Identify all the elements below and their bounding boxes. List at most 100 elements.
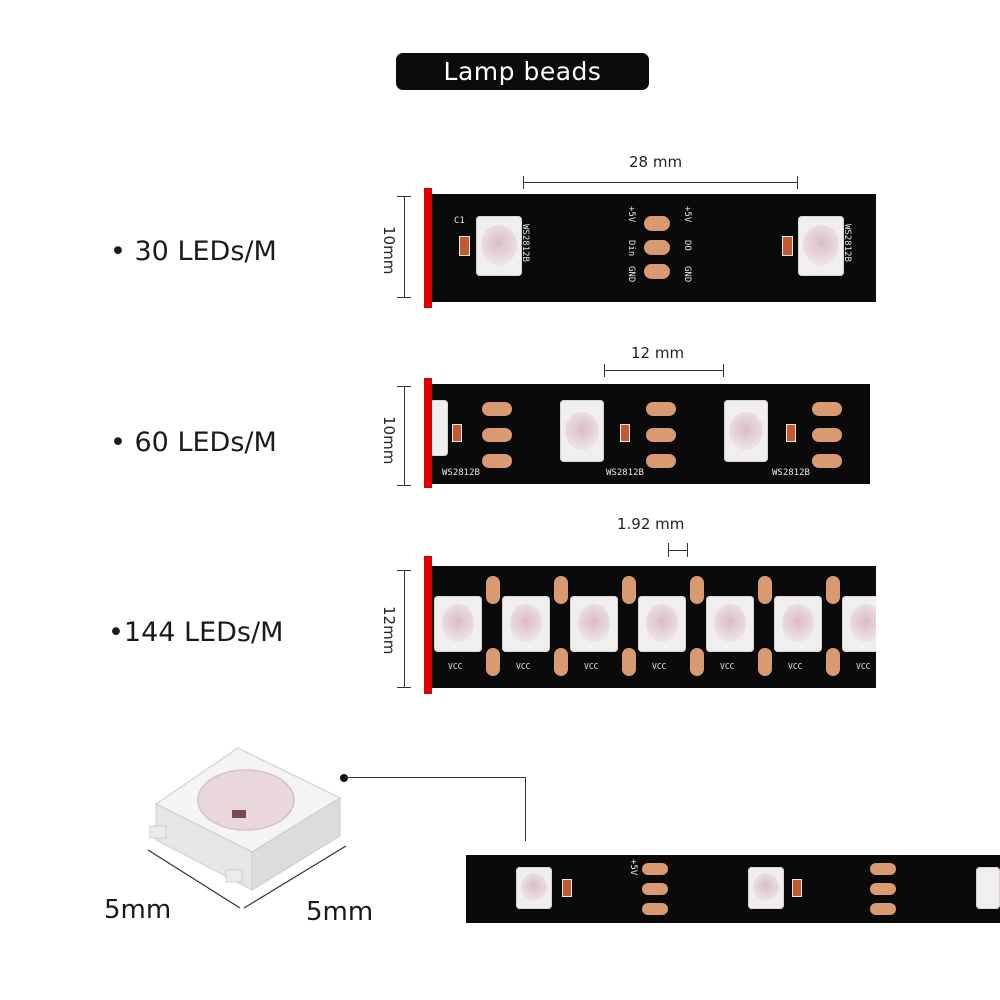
- led-chip: [748, 867, 784, 909]
- capacitor: [792, 879, 802, 897]
- pitch-dimension-line: [604, 370, 724, 371]
- led-chip: [430, 400, 448, 456]
- chip-lens: [197, 769, 295, 831]
- copper-pad: [646, 402, 676, 416]
- copper-pad: [870, 863, 896, 875]
- copper-pad: [642, 903, 668, 915]
- led-chip: [798, 216, 844, 276]
- copper-pad: [622, 576, 636, 604]
- silk-vcc-label: VCC: [516, 662, 531, 671]
- chip-dim-line-right: [243, 845, 347, 909]
- pitch-dimension-line: [523, 182, 798, 183]
- copper-pad: [758, 648, 772, 676]
- silk-pin-label: GND: [626, 266, 636, 283]
- copper-pad: [486, 648, 500, 676]
- pitch-dimension-label: 12 mm: [631, 344, 685, 362]
- silk-vcc-label: VCC: [788, 662, 803, 671]
- copper-pad: [812, 402, 842, 416]
- dimension-tick: [668, 543, 669, 557]
- led-chip: [774, 596, 822, 652]
- callout-line: [344, 777, 526, 778]
- silk-chip-label: WS2812B: [842, 224, 852, 262]
- row-label-30: • 30 LEDs/M: [110, 236, 277, 267]
- capacitor: [452, 424, 462, 442]
- copper-pad: [644, 240, 670, 255]
- width-dimension-line: [404, 570, 405, 688]
- chip-lead: [225, 869, 243, 883]
- copper-pad: [870, 883, 896, 895]
- silk-pin-label: +5V: [628, 859, 638, 876]
- led-strip-detail: +5V: [466, 855, 1000, 923]
- copper-pad: [622, 648, 636, 676]
- led-chip: [638, 596, 686, 652]
- copper-pad: [758, 576, 772, 604]
- strip-end-cap: [424, 188, 432, 308]
- capacitor: [562, 879, 572, 897]
- silk-pin-label: +5V: [682, 206, 692, 223]
- dimension-tick: [397, 196, 411, 197]
- silk-pin-label: +5V: [626, 206, 636, 223]
- led-chip: [502, 596, 550, 652]
- dimension-tick: [397, 570, 411, 571]
- pitch-dimension-label: 1.92 mm: [617, 515, 685, 533]
- copper-pad: [812, 454, 842, 468]
- chip-dimension-right: 5mm: [306, 897, 374, 927]
- copper-pad: [486, 576, 500, 604]
- copper-pad: [646, 454, 676, 468]
- silk-chip-label: WS2812B: [442, 468, 480, 478]
- row-label-144: •144 LEDs/M: [108, 617, 284, 648]
- capacitor: [786, 424, 796, 442]
- copper-pad: [642, 883, 668, 895]
- silk-chip-label: WS2812B: [772, 468, 810, 478]
- silk-cap-label: C1: [454, 216, 465, 226]
- led-strip-60: WS2812B WS2812B WS2812B: [424, 384, 870, 484]
- page-title: Lamp beads: [396, 53, 649, 90]
- dimension-tick: [797, 176, 798, 189]
- capacitor: [620, 424, 630, 442]
- silk-pin-label: GND: [682, 266, 692, 283]
- led-chip: [724, 400, 768, 462]
- copper-pad: [826, 648, 840, 676]
- row-label-60: • 60 LEDs/M: [110, 427, 277, 458]
- copper-pad: [482, 454, 512, 468]
- copper-pad: [554, 648, 568, 676]
- led-chip: [842, 596, 876, 652]
- chip-die: [232, 810, 246, 818]
- led-chip: [570, 596, 618, 652]
- dimension-tick: [397, 485, 411, 486]
- silk-chip-label: WS2812B: [606, 468, 644, 478]
- silk-vcc-label: VCC: [652, 662, 667, 671]
- led-chip: [434, 596, 482, 652]
- copper-pad: [826, 576, 840, 604]
- chip-dimension-left: 5mm: [104, 895, 172, 925]
- silk-chip-label: WS2812B: [520, 224, 530, 262]
- chip-lead: [149, 825, 167, 839]
- led-chip: [476, 216, 522, 276]
- dimension-tick: [397, 687, 411, 688]
- chip-5050-drawing: [147, 747, 347, 909]
- copper-pad: [554, 576, 568, 604]
- dimension-tick: [687, 543, 688, 557]
- dimension-tick: [397, 297, 411, 298]
- silk-pin-label: Din: [626, 240, 636, 257]
- dimension-tick: [723, 364, 724, 377]
- silk-pin-label: DO: [682, 240, 692, 251]
- width-dimension-line: [404, 386, 405, 486]
- copper-pad: [482, 402, 512, 416]
- chip-right-face: [251, 797, 341, 891]
- capacitor: [782, 236, 793, 256]
- callout-dot: [340, 774, 348, 782]
- strip-end-cap: [424, 378, 432, 488]
- dimension-tick: [397, 386, 411, 387]
- pitch-dimension-label: 28 mm: [629, 153, 683, 171]
- dimension-tick: [523, 176, 524, 189]
- led-chip: [560, 400, 604, 462]
- led-chip: [976, 867, 1000, 909]
- copper-pad: [482, 428, 512, 442]
- copper-pad: [870, 903, 896, 915]
- width-dimension-line: [404, 196, 405, 298]
- width-dimension-label: 10mm: [380, 226, 398, 275]
- led-chip: [516, 867, 552, 909]
- width-dimension-label: 12mm: [380, 606, 398, 655]
